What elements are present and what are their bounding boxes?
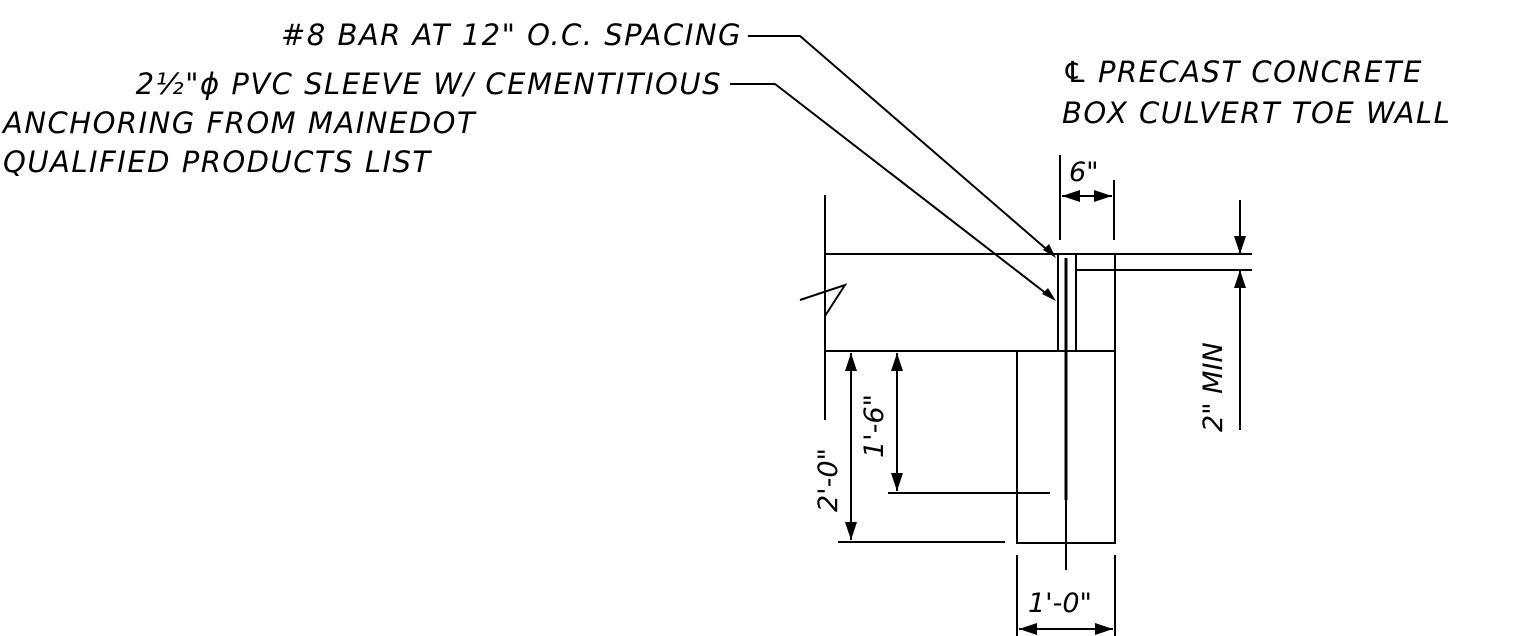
bar-note-label: #8 BAR AT 12" O.C. SPACING	[281, 18, 742, 52]
dim-1-6-arrow-top	[891, 353, 903, 371]
bar-leader-arrow	[1043, 244, 1056, 258]
sleeve-leader-line	[730, 83, 1053, 299]
centerline-note-line1: PRECAST CONCRETE	[1098, 55, 1423, 89]
dim-1-0-arrow-right	[1095, 623, 1113, 635]
dim-2min-label: 2" MIN	[1198, 342, 1229, 432]
centerline-symbol: ℄	[1062, 55, 1090, 89]
dim-2-0-arrow-top	[845, 353, 857, 371]
dim-1-0-arrow-left	[1019, 623, 1037, 635]
dim-6-label: 6"	[1069, 157, 1099, 188]
sleeve-leader-arrow	[1042, 288, 1056, 301]
sleeve-note-line2: ANCHORING FROM MAINEDOT	[1, 106, 477, 140]
dim-2min-arrow-top	[1234, 236, 1246, 254]
dim-1-0-label: 1'-0"	[1028, 588, 1092, 619]
sleeve-note-line3: QUALIFIED PRODUCTS LIST	[3, 145, 432, 179]
dim-2-0-arrow-bottom	[845, 522, 857, 540]
dim-2min-arrow-bottom	[1234, 270, 1246, 288]
dim-6-arrow-right	[1094, 190, 1112, 202]
dim-2-0-label: 2'-0"	[813, 448, 844, 512]
dim-1-6-label: 1'-6"	[859, 394, 890, 458]
bar-leader-line	[748, 35, 1053, 255]
dim-1-6-arrow-bottom	[891, 473, 903, 491]
break-line-symbol	[799, 283, 848, 317]
sleeve-note-line1: 2½"ϕ PVC SLEEVE W/ CEMENTITIOUS	[136, 67, 722, 101]
dim-6-arrow-left	[1062, 190, 1080, 202]
centerline-note-line2: BOX CULVERT TOE WALL	[1062, 96, 1451, 130]
